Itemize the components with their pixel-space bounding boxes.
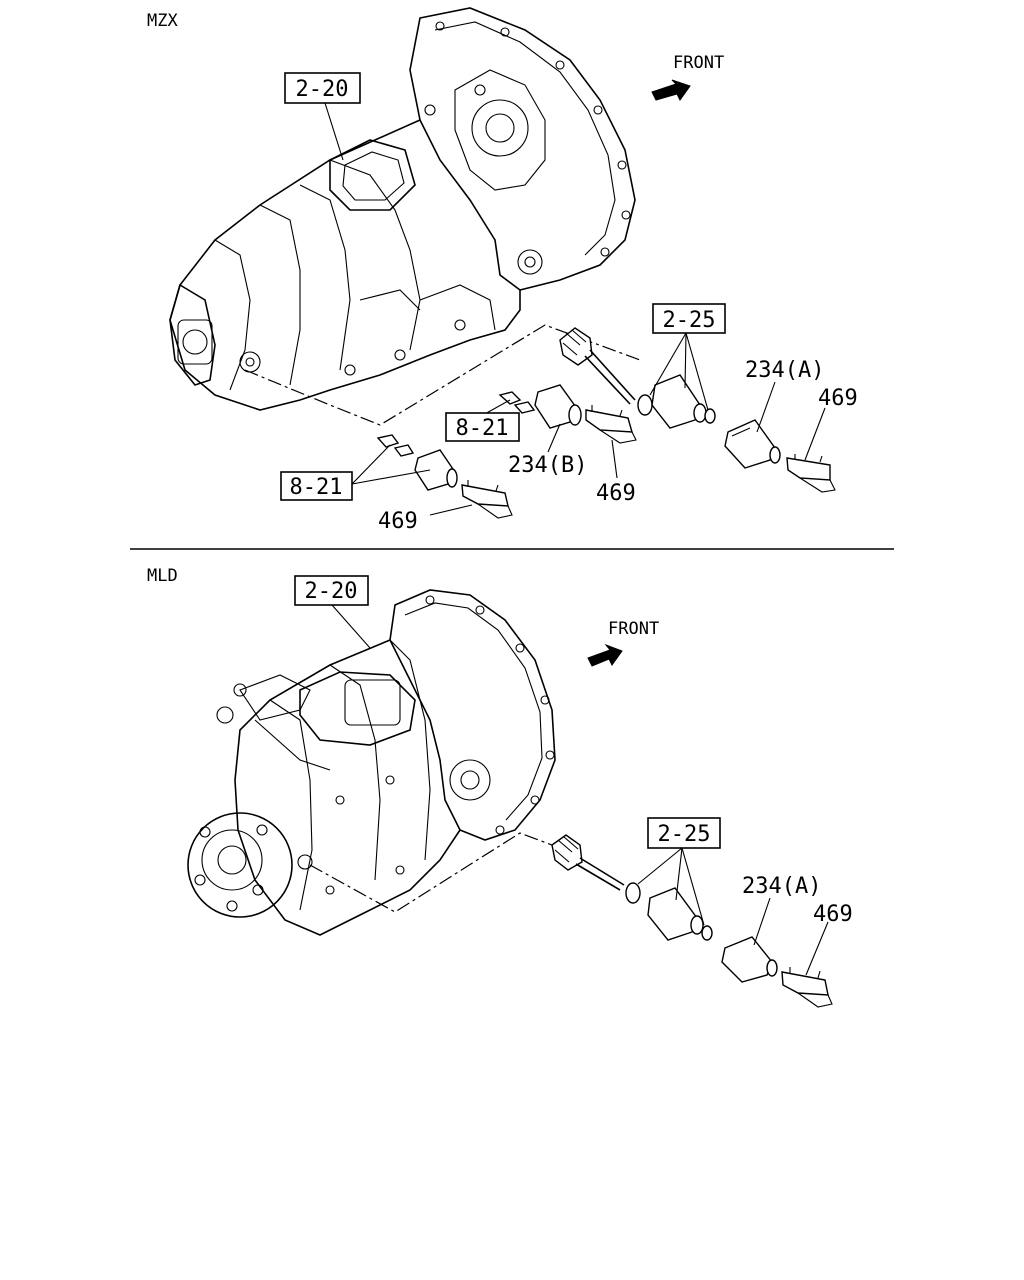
part-label-469-mld[interactable]: 469 (813, 902, 853, 927)
leader-8-21-lower-a (351, 444, 391, 485)
part-label-234b-mzx[interactable]: 234(B) (508, 453, 587, 478)
retainer-plate-469-mld (781, 967, 833, 1008)
transmission-housing-mld (187, 589, 556, 936)
front-label-mzx: FRONT (673, 53, 724, 73)
sleeve-234a-mzx (724, 419, 781, 469)
part-label-469-low-mzx[interactable]: 469 (378, 509, 418, 534)
sleeve-lower-mzx (414, 449, 458, 491)
retainer-plate-469-right-mzx (786, 454, 836, 493)
pinion-gear (559, 327, 636, 405)
section-mzx: MZX FRONT (147, 7, 858, 534)
ref-box-8-21-upper (445, 412, 520, 442)
leader-234a-mld (753, 897, 771, 946)
ref-box-2-20-mzx (284, 72, 361, 104)
ref-label-2-20-mld[interactable]: 2-20 (305, 579, 358, 604)
assembly-axis-mld (309, 832, 561, 913)
pinion-gear (551, 834, 625, 891)
sleeve-234a-mld (721, 936, 778, 983)
part-label-234a-mzx[interactable]: 234(A) (745, 358, 824, 383)
part-label-234a-mld[interactable]: 234(A) (742, 874, 821, 899)
ref-box-2-25-mld (647, 817, 721, 849)
leader-2-25c-mzx (685, 332, 709, 411)
sensor-body (647, 887, 704, 941)
leader-8-21-lower-b (351, 469, 431, 485)
leader-469-mid-mzx (611, 439, 618, 479)
leader-234a-mzx (756, 381, 776, 433)
leader-2-20-mzx (324, 102, 344, 161)
leader-2-20-mld (331, 604, 371, 649)
part-label-469-mid-mzx[interactable]: 469 (596, 481, 636, 506)
ref-label-8-21-upper[interactable]: 8-21 (456, 416, 509, 441)
ref-label-2-25-mld[interactable]: 2-25 (658, 822, 711, 847)
front-arrow-icon (587, 643, 623, 667)
sensor-body (651, 374, 707, 429)
ref-box-8-21-lower (280, 471, 353, 501)
leader-2-25b-mzx (684, 332, 687, 389)
sleeve-234b-mzx (534, 384, 582, 429)
ref-label-2-20-mzx[interactable]: 2-20 (296, 77, 349, 102)
o-ring-lower (704, 408, 716, 424)
model-label-mld: MLD (147, 566, 178, 586)
assembly-axis-mzx (244, 324, 641, 426)
leader-469-mld (805, 921, 829, 976)
front-label-mld: FRONT (608, 619, 659, 639)
part-label-469-right-mzx[interactable]: 469 (818, 386, 858, 411)
leader-2-25b-mld (675, 847, 683, 901)
pin-8-21-upper-mzx (498, 391, 536, 414)
ref-label-8-21-lower[interactable]: 8-21 (290, 475, 343, 500)
speed-sensor-assembly-mzx (559, 327, 716, 429)
retainer-plate-469-mid-mzx (585, 405, 637, 444)
leader-2-25a-mzx (649, 332, 687, 396)
front-arrow-icon (651, 79, 691, 101)
model-label-mzx: MZX (147, 11, 178, 31)
o-ring-upper (625, 882, 641, 904)
leader-469-low-mzx (429, 504, 473, 516)
leader-2-25c-mld (681, 847, 705, 926)
ref-box-2-20-mld (294, 575, 369, 606)
o-ring-upper (637, 394, 653, 416)
retainer-plate-469-low-mzx (461, 480, 513, 519)
section-mld: MLD FRONT (147, 566, 853, 1008)
leader-234b-mzx (547, 423, 561, 453)
transmission-housing-mzx (169, 7, 636, 411)
o-ring-lower (701, 925, 713, 941)
speed-sensor-assembly-mld (551, 834, 713, 941)
pin-8-21-lower-mzx (376, 434, 415, 457)
leader-469-right-mzx (804, 407, 826, 461)
ref-box-2-25-mzx (652, 303, 726, 334)
ref-label-2-25-mzx[interactable]: 2-25 (663, 308, 716, 333)
leader-2-25a-mld (637, 847, 683, 885)
